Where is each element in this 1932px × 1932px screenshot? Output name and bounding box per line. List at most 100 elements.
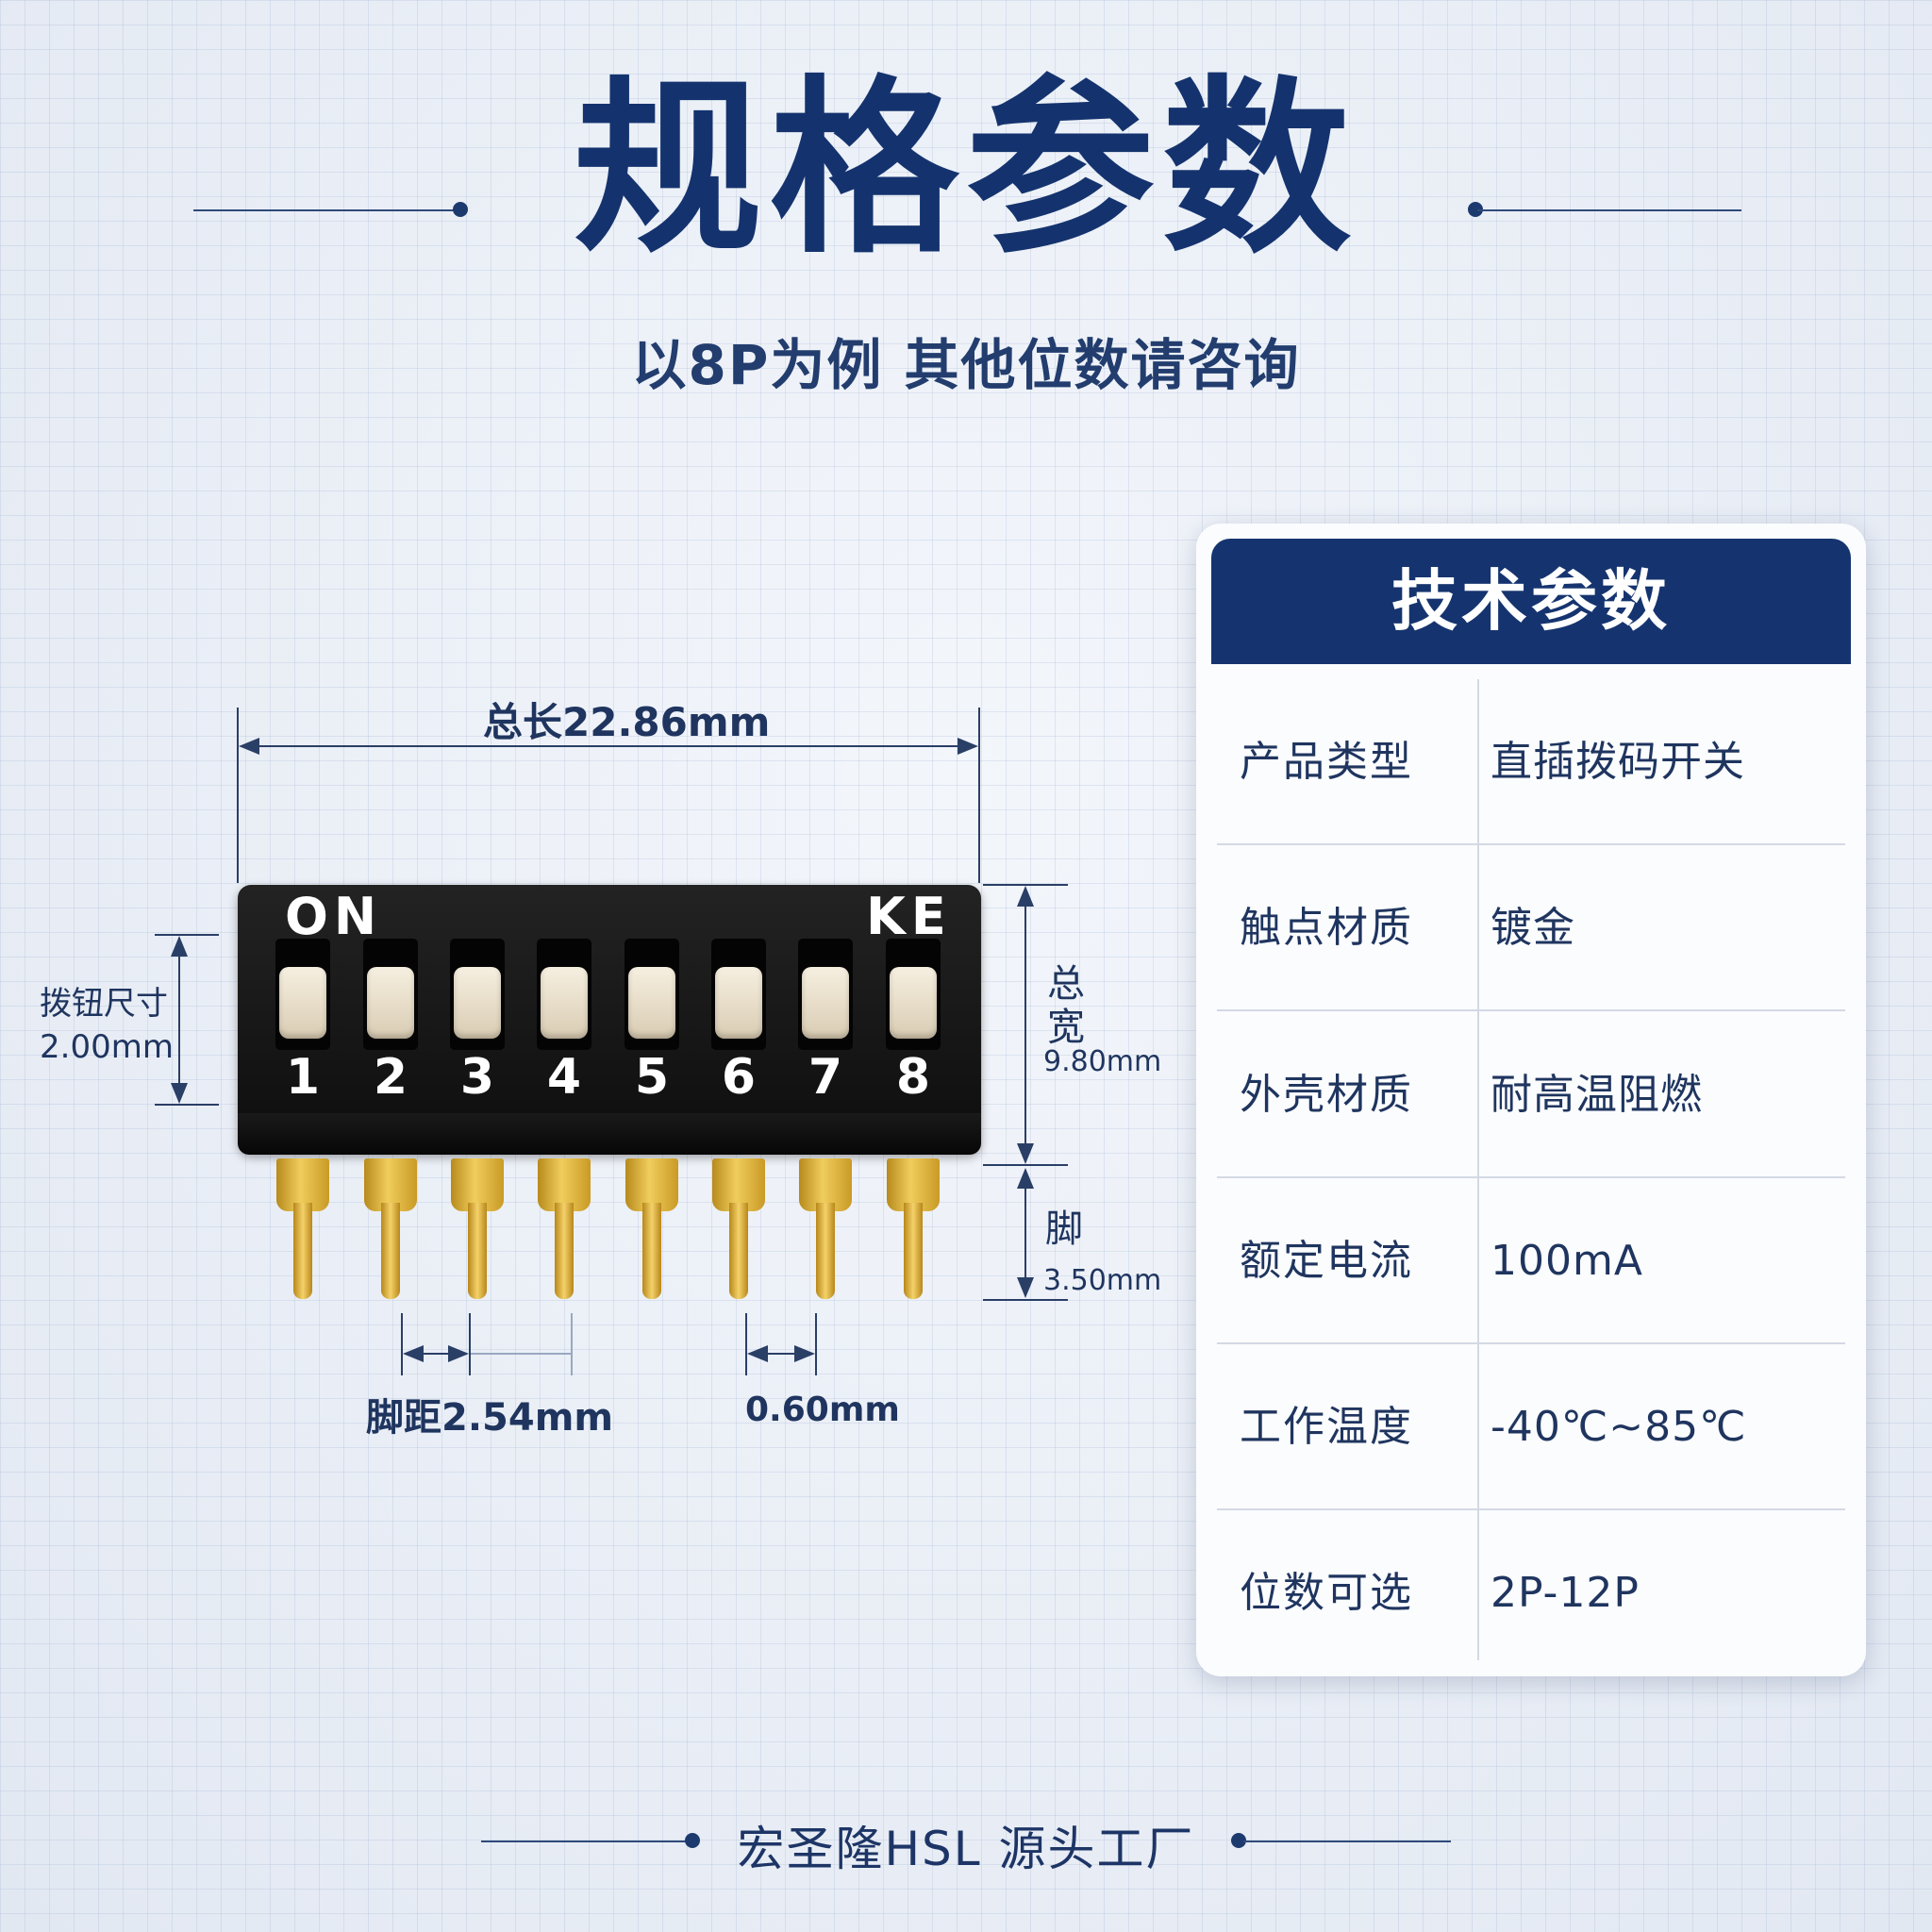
pin-pitch-ext-far [571, 1313, 573, 1375]
pin-thickness-arrow-right [794, 1345, 815, 1362]
page-subtitle: 以8P为例 其他位数请咨询 [631, 333, 1301, 397]
gold-pin-head [712, 1158, 765, 1211]
pin-length-value: 3.50mm [1043, 1264, 1162, 1297]
total-width-ext-mid [983, 1164, 1068, 1166]
knob-size-line [178, 938, 180, 1102]
pin-length-arrow-down [1017, 1277, 1034, 1298]
total-length-ext-right [978, 708, 980, 883]
total-width-arrow-up [1017, 886, 1034, 907]
pin-pitch-arrow-right [448, 1345, 469, 1362]
pin-thickness-line [749, 1353, 813, 1355]
spec-card: 技术参数 产品类型 直插拨码开关 触点材质 镀金 外壳材质 耐高温阻燃 额定电流… [1196, 524, 1866, 1676]
knob-size-value: 2.00mm [40, 1028, 174, 1066]
spec-value: 2P-12P [1491, 1569, 1640, 1617]
spec-card-header: 技术参数 [1211, 539, 1851, 664]
spec-row-divider [1217, 1176, 1845, 1178]
position-number: 4 [546, 1049, 582, 1106]
switch-knob [454, 967, 501, 1039]
gold-pin-leg [904, 1203, 923, 1299]
spec-label: 位数可选 [1240, 1569, 1413, 1617]
footer-brand: 宏圣隆HSL 源头工厂 [737, 1822, 1195, 1876]
dip-switch-body [238, 885, 981, 1154]
total-width-line [1024, 888, 1026, 1161]
position-number: 2 [373, 1049, 408, 1106]
gold-pin-leg [816, 1203, 835, 1299]
spec-row-divider [1217, 843, 1845, 845]
spec-label: 工作温度 [1240, 1403, 1413, 1451]
total-length-ext-left [237, 708, 239, 883]
knob-size-ext-top [155, 934, 219, 936]
total-length-label: 总长22.86mm [483, 699, 771, 745]
spec-row-divider [1217, 1508, 1845, 1510]
spec-row-housing-material: 外壳材质 耐高温阻燃 [1217, 1012, 1845, 1178]
spec-label: 触点材质 [1240, 904, 1413, 952]
gold-pin-leg [381, 1203, 400, 1299]
title-right-dot [1468, 202, 1483, 217]
pin-length-ext-bottom [983, 1299, 1068, 1301]
spec-column-divider [1477, 679, 1479, 1660]
spec-label: 外壳材质 [1240, 1071, 1413, 1119]
pin-pitch-ext-left [401, 1313, 403, 1375]
pin-length-arrow-up [1017, 1168, 1034, 1189]
gold-pin-leg [293, 1203, 312, 1299]
spec-label: 额定电流 [1240, 1237, 1413, 1285]
pin-pitch-ext-right [469, 1313, 471, 1375]
spec-row-rated-current: 额定电流 100mA [1217, 1178, 1845, 1344]
spec-value: 镀金 [1491, 904, 1575, 952]
spec-label: 产品类型 [1240, 738, 1413, 786]
spec-value: -40℃~85℃ [1491, 1403, 1747, 1451]
knob-size-arrow-down [171, 1083, 188, 1104]
pin-length-line [1024, 1170, 1026, 1296]
position-number: 7 [808, 1049, 843, 1106]
switch-knob [715, 967, 762, 1039]
total-width-value: 9.80mm [1043, 1045, 1162, 1078]
gold-pin-head [799, 1158, 852, 1211]
spec-value: 直插拨码开关 [1491, 738, 1745, 786]
gold-pin-leg [729, 1203, 748, 1299]
page-title: 规格参数 [573, 59, 1358, 279]
pin-thickness-ext-left [745, 1313, 747, 1375]
total-width-label-1: 总 [1047, 962, 1085, 1006]
gold-pin-leg [468, 1203, 487, 1299]
spec-row-contact-material: 触点材质 镀金 [1217, 845, 1845, 1011]
footer-left-dot [685, 1833, 700, 1848]
gold-pin-head [625, 1158, 678, 1211]
switch-knob [802, 967, 849, 1039]
gold-pin-head [364, 1158, 417, 1211]
pin-thickness-arrow-left [747, 1345, 768, 1362]
switch-knob [367, 967, 414, 1039]
gold-pin-leg [642, 1203, 661, 1299]
switch-knob [628, 967, 675, 1039]
spec-row-divider [1217, 1342, 1845, 1344]
brand-marking: KE [866, 887, 952, 946]
position-number: 3 [459, 1049, 495, 1106]
pin-pitch-line-ext [471, 1353, 571, 1355]
pin-length-label: 脚 [1045, 1208, 1083, 1251]
gold-pin-leg [555, 1203, 574, 1299]
total-length-line [241, 745, 976, 747]
switch-knob [890, 967, 937, 1039]
gold-pin-head [276, 1158, 329, 1211]
spec-row-operating-temperature: 工作温度 -40℃~85℃ [1217, 1344, 1845, 1510]
pin-thickness-ext-right [815, 1313, 817, 1375]
pin-pitch-label: 脚距2.54mm [366, 1396, 614, 1440]
gold-pin-head [887, 1158, 940, 1211]
spec-row-positions: 位数可选 2P-12P [1217, 1510, 1845, 1676]
spec-value: 100mA [1491, 1237, 1643, 1285]
position-number: 5 [634, 1049, 670, 1106]
position-number: 1 [285, 1049, 321, 1106]
gold-pin-head [538, 1158, 591, 1211]
pin-thickness-label: 0.60mm [745, 1391, 900, 1429]
pin-pitch-line [405, 1353, 467, 1355]
on-marking: ON [285, 887, 383, 946]
total-length-arrow-right [958, 738, 978, 755]
footer-right-line [1243, 1840, 1451, 1842]
total-width-arrow-down [1017, 1143, 1034, 1164]
title-left-dot [453, 202, 468, 217]
dip-switch-base [238, 1113, 981, 1155]
switch-knob [541, 967, 588, 1039]
spec-row-product-type: 产品类型 直插拨码开关 [1217, 679, 1845, 845]
total-width-ext-top [983, 884, 1068, 886]
knob-size-arrow-up [171, 936, 188, 957]
title-left-line [193, 209, 458, 211]
